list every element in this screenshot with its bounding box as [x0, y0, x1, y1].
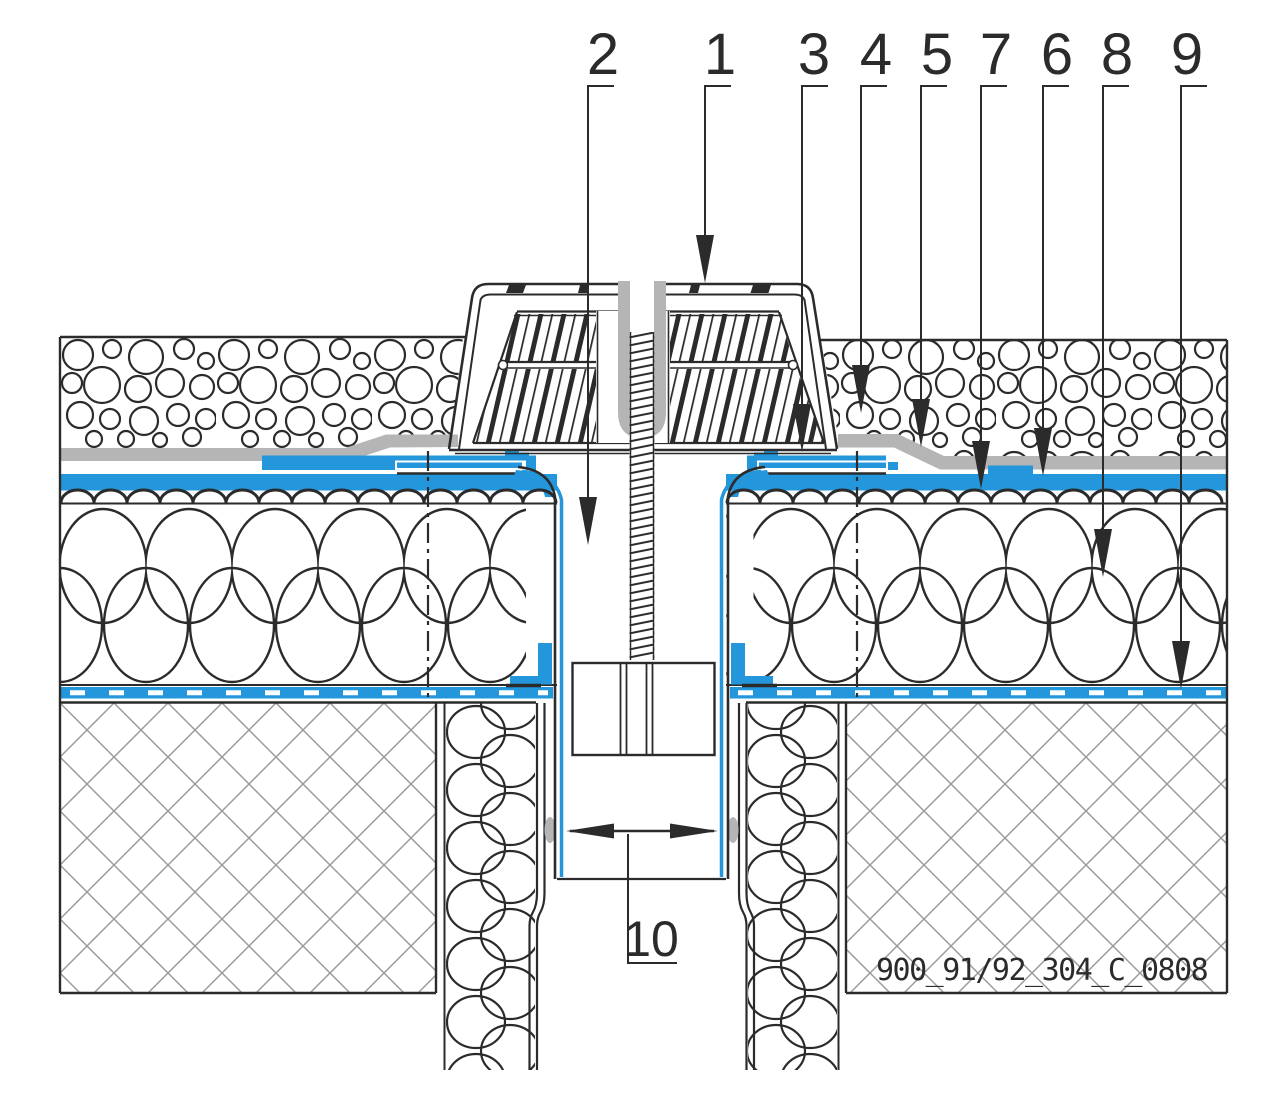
drain-body: [517, 465, 766, 879]
callout-labels: 2 1 3 4 5 7 6 8 9: [587, 22, 1203, 87]
callout-label-7: 7: [980, 22, 1012, 87]
callout-label-10: 10: [623, 911, 679, 967]
separation-layer: [59, 488, 1228, 505]
callout-label-1: 1: [704, 22, 736, 87]
insulation-layer: [60, 504, 1228, 686]
fastener-centerlines: [426, 451, 859, 702]
shaft-insulation-right: [748, 703, 837, 1070]
concrete-deck: [58, 337, 1229, 995]
callout-label-3: 3: [798, 22, 830, 87]
protection-mat-layer: [60, 434, 1227, 470]
pipe-seal-left: [544, 817, 556, 843]
drain-body-block: [571, 661, 716, 757]
callout-label-9: 9: [1171, 22, 1203, 87]
callout-label-5: 5: [921, 22, 953, 87]
clearance-arrow: [566, 823, 718, 964]
callout-label-8: 8: [1101, 22, 1133, 87]
callout-label-6: 6: [1041, 22, 1073, 87]
callout-label-4: 4: [860, 22, 892, 87]
callout-leaders: [587, 85, 1207, 645]
threaded-rod: [629, 332, 655, 660]
callout-arrowheads: [579, 235, 1190, 689]
vapour-barrier-layer: [60, 643, 1228, 699]
drawing-code-label: 900_91/92_304_C_0808: [876, 953, 1208, 988]
drain-pipe-walls: [528, 703, 756, 1070]
shaft-insulation-left: [446, 703, 535, 1070]
pipe-seal-right: [727, 817, 739, 843]
drain-shaft: [443, 703, 840, 1070]
callout-label-2: 2: [587, 22, 619, 87]
gravel-ballast-layer: [60, 335, 1227, 456]
